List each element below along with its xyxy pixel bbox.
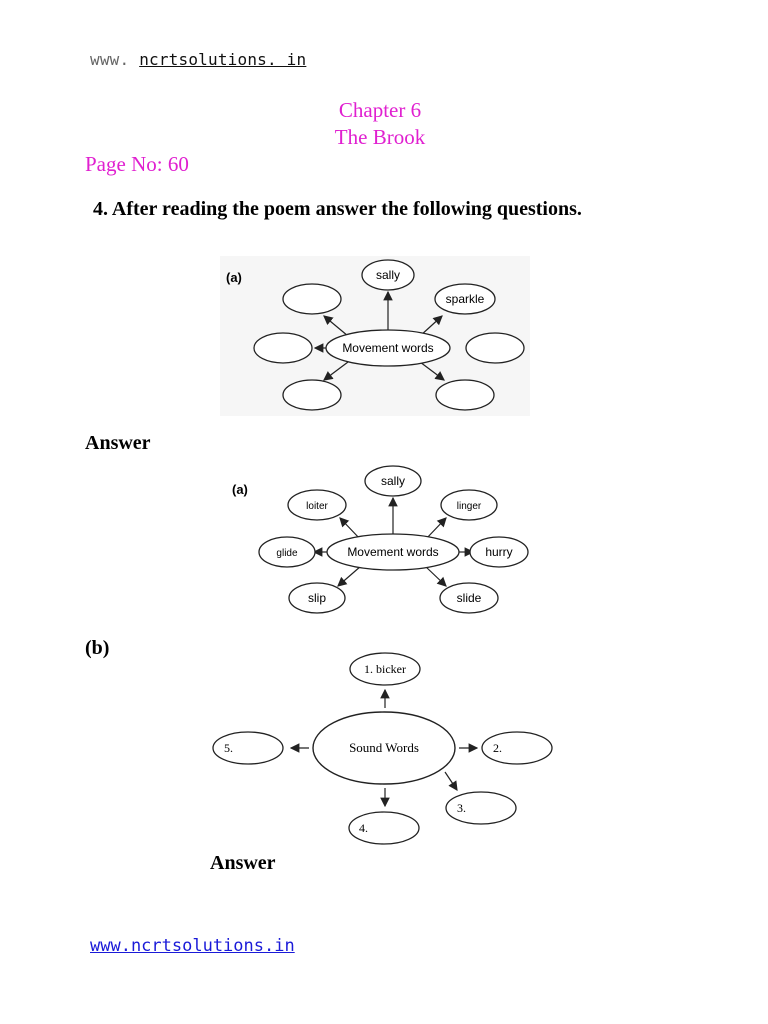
sound-item-1: 1. bicker — [364, 662, 406, 676]
sound-words-diagram: Sound Words 1. bicker 2. 3. 4. 5. — [212, 652, 553, 845]
empty-oval — [465, 332, 525, 364]
answer-a-center: Movement words — [347, 545, 438, 559]
answer-word-glide: glide — [276, 548, 298, 559]
empty-oval — [253, 332, 313, 364]
diagram-a-center: Movement words — [342, 341, 433, 355]
page-number: Page No: 60 — [85, 152, 189, 176]
sound-item-3: 3. — [457, 801, 466, 815]
answer-word-hurry: hurry — [485, 545, 512, 559]
answer-label-b: Answer — [210, 852, 276, 874]
empty-oval — [282, 379, 342, 411]
answer-word-slip: slip — [308, 591, 326, 605]
chapter-number: Chapter 6 — [338, 98, 422, 122]
answer-word-loiter: loiter — [306, 501, 328, 512]
site-name: ncrtsolutions. in — [139, 50, 307, 69]
empty-oval — [282, 283, 342, 315]
answer-word-sally: sally — [381, 474, 405, 488]
answer-a-label: (a) — [232, 482, 248, 497]
diagram-a-word-sally: sally — [376, 268, 400, 282]
answer-word-linger: linger — [457, 501, 482, 512]
movement-words-diagram: (a) Movement words sally sparkle — [220, 256, 530, 416]
movement-words-answer-diagram: (a) Movement words sally loiter linger g… — [232, 465, 529, 614]
sound-words-center: Sound Words — [349, 740, 419, 755]
part-b-label: (b) — [85, 637, 110, 659]
sound-item-2: 2. — [493, 741, 502, 755]
diagram-a-label: (a) — [226, 270, 242, 285]
answer-word-slide: slide — [457, 591, 482, 605]
sound-item-5: 5. — [224, 741, 233, 755]
site-prefix: www. — [90, 50, 130, 69]
chapter-title: The Brook — [334, 125, 426, 149]
question-text: 4. After reading the poem answer the fol… — [93, 198, 582, 220]
sound-item-4: 4. — [359, 821, 368, 835]
answer-label-a: Answer — [85, 432, 151, 454]
empty-oval — [435, 379, 495, 411]
site-header-link[interactable]: www. ncrtsolutions. in — [90, 50, 306, 69]
site-footer-link[interactable]: www.ncrtsolutions.in — [90, 936, 295, 956]
diagram-a-word-sparkle: sparkle — [446, 292, 485, 306]
